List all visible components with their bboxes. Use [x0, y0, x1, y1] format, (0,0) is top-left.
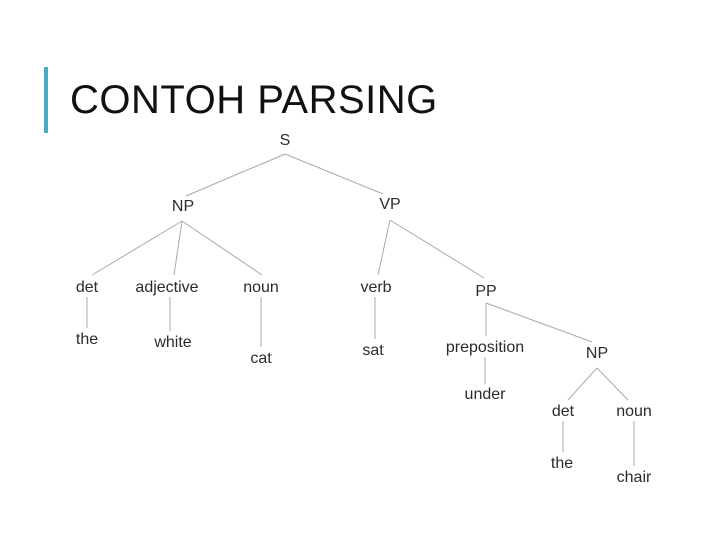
- tree-edge-np1-to-noun1: [181, 220, 263, 276]
- title-accent-bar: [44, 67, 48, 133]
- tree-edge-np2-to-noun2: [596, 367, 629, 401]
- tree-node-chair: chair: [616, 469, 652, 486]
- tree-node-det1: det: [75, 279, 99, 296]
- tree-node-pp: PP: [475, 283, 497, 300]
- tree-node-adjective: adjective: [135, 279, 199, 296]
- tree-edge-vp-to-pp: [389, 219, 485, 279]
- tree-node-the2: the: [550, 455, 574, 472]
- tree-edge-np1-to-adjective: [173, 220, 183, 276]
- tree-node-noun1: noun: [243, 279, 279, 296]
- tree-node-vp: VP: [379, 196, 401, 213]
- tree-node-preposition: preposition: [445, 339, 525, 356]
- tree-edge-np2-to-det2: [567, 367, 598, 401]
- slide-title-block: CONTOH PARSING: [44, 66, 438, 134]
- tree-node-np2: NP: [585, 345, 609, 362]
- tree-edge-np1-to-det1: [91, 220, 183, 276]
- tree-edge-pp-to-np2: [485, 302, 593, 343]
- page-title: CONTOH PARSING: [70, 78, 438, 122]
- tree-node-white: white: [154, 334, 192, 351]
- tree-node-cat: cat: [250, 350, 272, 367]
- tree-edge-s-to-np1: [185, 153, 286, 197]
- tree-node-sat: sat: [362, 342, 384, 359]
- tree-edge-vp-to-verb: [377, 219, 391, 276]
- tree-node-np1: NP: [171, 198, 195, 215]
- tree-node-verb: verb: [360, 279, 392, 296]
- tree-node-noun2: noun: [616, 403, 652, 420]
- tree-node-under: under: [464, 386, 506, 403]
- tree-edge-s-to-vp: [284, 153, 384, 195]
- tree-node-det2: det: [551, 403, 575, 420]
- tree-node-s: S: [279, 132, 291, 149]
- tree-node-the1: the: [75, 331, 99, 348]
